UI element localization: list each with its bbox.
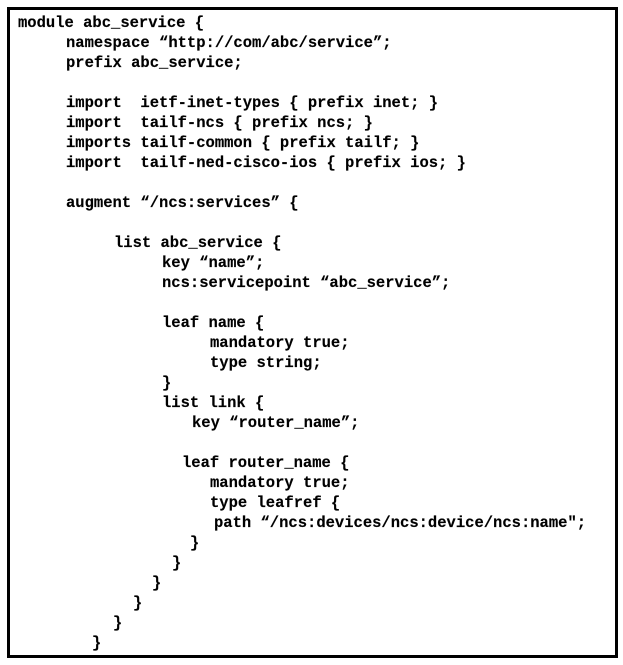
code-line: leaf router_name { [182,454,350,472]
code-line: } [190,534,200,552]
code-line: list link { [162,394,265,412]
yang-code-block: module abc_service { namespace “http://c… [10,10,615,655]
code-line: type leafref { [210,494,341,512]
code-line: imports tailf-common { prefix tailf; } [66,134,420,152]
code-line: list abc_service { [114,234,282,252]
code-line: augment “/ncs:services” { [66,194,299,212]
code-line: ncs:servicepoint “abc_service”; [162,274,451,292]
code-line: } [92,634,102,652]
code-frame: module abc_service { namespace “http://c… [7,7,618,658]
code-line: } [172,554,182,572]
code-line: namespace “http://com/abc/service”; [66,34,392,52]
code-line: prefix abc_service; [66,54,243,72]
code-line: mandatory true; [210,474,350,492]
code-line: path “/ncs:devices/ncs:device/ncs:name"; [214,514,587,532]
code-line: import ietf-inet-types { prefix inet; } [66,94,439,112]
code-line: } [113,614,123,632]
code-line: } [152,574,162,592]
code-line: key “router_name”; [192,414,360,432]
code-line: } [133,594,143,612]
code-line: key “name”; [162,254,265,272]
code-line: import tailf-ncs { prefix ncs; } [66,114,373,132]
code-line: leaf name { [162,314,265,332]
code-line: type string; [210,354,322,372]
code-line: module abc_service { [18,14,205,32]
code-line: import tailf-ned-cisco-ios { prefix ios;… [66,154,466,172]
code-line: } [162,374,172,392]
code-line: mandatory true; [210,334,350,352]
